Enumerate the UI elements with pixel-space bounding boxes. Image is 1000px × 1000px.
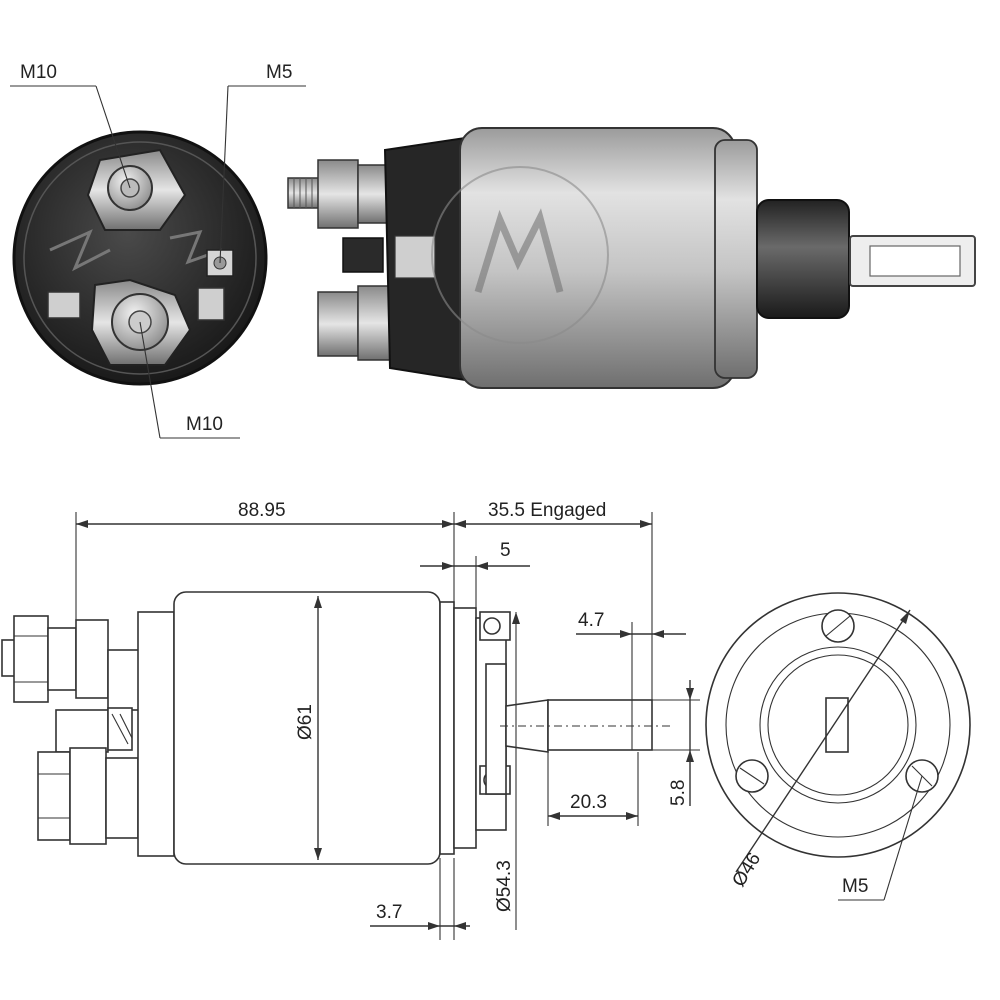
label-dim-54-3: Ø54.3 [494, 860, 515, 912]
callout-bottom-m10: M10 [139, 321, 240, 439]
label-dim-3-7: 3.7 [376, 902, 402, 923]
label-dim-46: Ø46 [728, 849, 765, 891]
label-dim-5-8: 5.8 [668, 780, 689, 806]
label-dim-4-7: 4.7 [578, 610, 604, 631]
label-dim-diam61: Ø61 [295, 704, 316, 740]
callout-top-m5: M5 [219, 62, 306, 264]
label-end-m5: M5 [842, 876, 868, 897]
callout-top-m10: M10 [10, 62, 131, 189]
label-dim-20-3: 20.3 [570, 792, 607, 813]
end-view-photo [12, 130, 268, 386]
technical-side-drawing [1, 591, 670, 865]
technical-end-drawing: Ø46 M5 [705, 592, 971, 901]
screw-left [735, 759, 769, 793]
label-top-m5: M5 [266, 62, 292, 83]
label-dim-engaged: 35.5 Engaged [488, 500, 606, 521]
lower-terminal [47, 278, 225, 366]
label-dim-5: 5 [500, 540, 511, 561]
dimensions-side: 88.95 35.5 Engaged 5 4.7 Ø61 20.3 [75, 500, 700, 940]
label-top-m10: M10 [20, 62, 57, 83]
label-dim-length: 88.95 [238, 500, 286, 521]
side-view-photo [287, 127, 976, 389]
screw-top [821, 609, 855, 643]
label-bottom-m10: M10 [186, 414, 223, 435]
